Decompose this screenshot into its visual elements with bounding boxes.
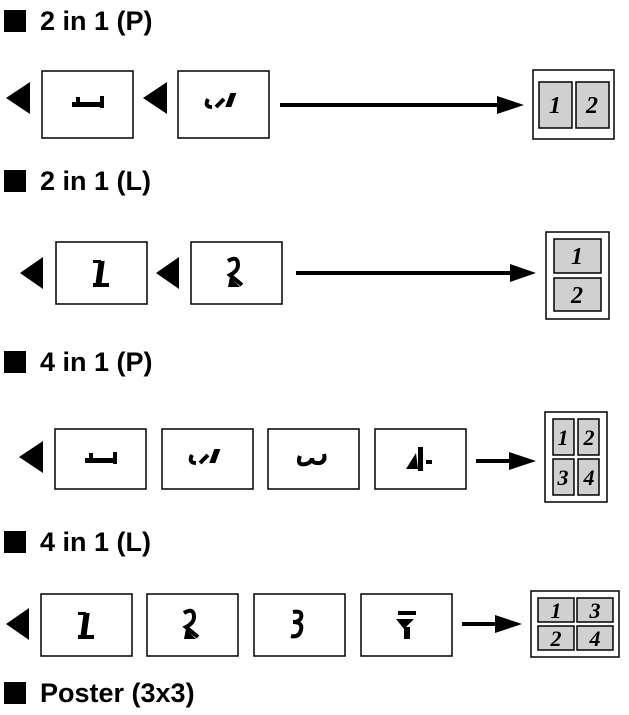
result-cell: [576, 597, 614, 623]
result-cell: [577, 458, 600, 496]
section-heading-2in1p: 2 in 1 (P): [4, 4, 153, 38]
diagram-4in1l: 1 3 2 4: [6, 590, 620, 658]
result-cell-label: 4: [583, 465, 595, 490]
heading-text: 4 in 1 (P): [40, 346, 153, 377]
diagram-4in1p: 1 2 3 4: [19, 411, 608, 503]
direction-arrowhead-icon: [495, 615, 522, 633]
diagram-2in1p: 1 2: [6, 69, 615, 140]
section-heading-4in1l: 4 in 1 (L): [4, 525, 151, 559]
feed-arrow-icon: [143, 82, 167, 114]
result-cell: [537, 625, 575, 651]
result-cell: [575, 81, 610, 129]
result-cell: [553, 277, 602, 312]
result-cell-label: 2: [583, 425, 595, 450]
result-cell-label: 1: [551, 598, 562, 623]
result-cell-label: 1: [571, 244, 583, 270]
original-page-3: [267, 428, 360, 490]
result-cell: [577, 418, 600, 456]
result-cell: [552, 418, 575, 456]
section-heading-poster: Poster (3x3): [4, 676, 195, 710]
result-cell-label: 3: [557, 465, 569, 490]
heading-text: 2 in 1 (P): [40, 5, 153, 36]
result-cell: [537, 597, 575, 623]
original-page-2: [190, 241, 283, 305]
feed-arrow-icon: [19, 441, 43, 473]
original-page-2: [161, 428, 254, 490]
heading-text: 2 in 1 (L): [40, 165, 152, 196]
square-bullet-icon: [4, 531, 26, 553]
feed-arrow-icon: [6, 608, 29, 640]
original-page-2: [146, 593, 239, 657]
original-page-2: [177, 70, 270, 139]
feed-arrow-icon: [156, 257, 179, 289]
result-cell-label: 4: [589, 626, 601, 651]
direction-arrowhead-icon: [510, 264, 536, 282]
result-cell: [552, 458, 575, 496]
result-cell-label: 1: [549, 93, 561, 119]
section-heading-2in1l: 2 in 1 (L): [4, 164, 151, 198]
section-heading-4in1p: 4 in 1 (P): [4, 345, 153, 379]
result-cell: [576, 625, 614, 651]
square-bullet-icon: [4, 10, 26, 32]
feed-arrow-icon: [20, 257, 43, 289]
result-cell-label: 3: [589, 598, 601, 623]
heading-text: Poster (3x3): [40, 677, 195, 708]
result-cell: [538, 81, 573, 129]
result-cell-label: 2: [585, 93, 598, 119]
heading-text: 4 in 1 (L): [40, 526, 152, 557]
result-cell: [553, 238, 602, 274]
square-bullet-icon: [4, 351, 26, 373]
diagram-2in1l: 1 2: [20, 231, 610, 320]
square-bullet-icon: [4, 170, 26, 192]
feed-arrow-icon: [6, 82, 30, 114]
direction-arrowhead-icon: [509, 452, 536, 470]
result-cell-label: 1: [558, 425, 569, 450]
direction-arrowhead-icon: [497, 96, 524, 114]
result-cell-label: 2: [570, 283, 583, 309]
square-bullet-icon: [4, 682, 26, 704]
result-cell-label: 2: [550, 626, 562, 651]
